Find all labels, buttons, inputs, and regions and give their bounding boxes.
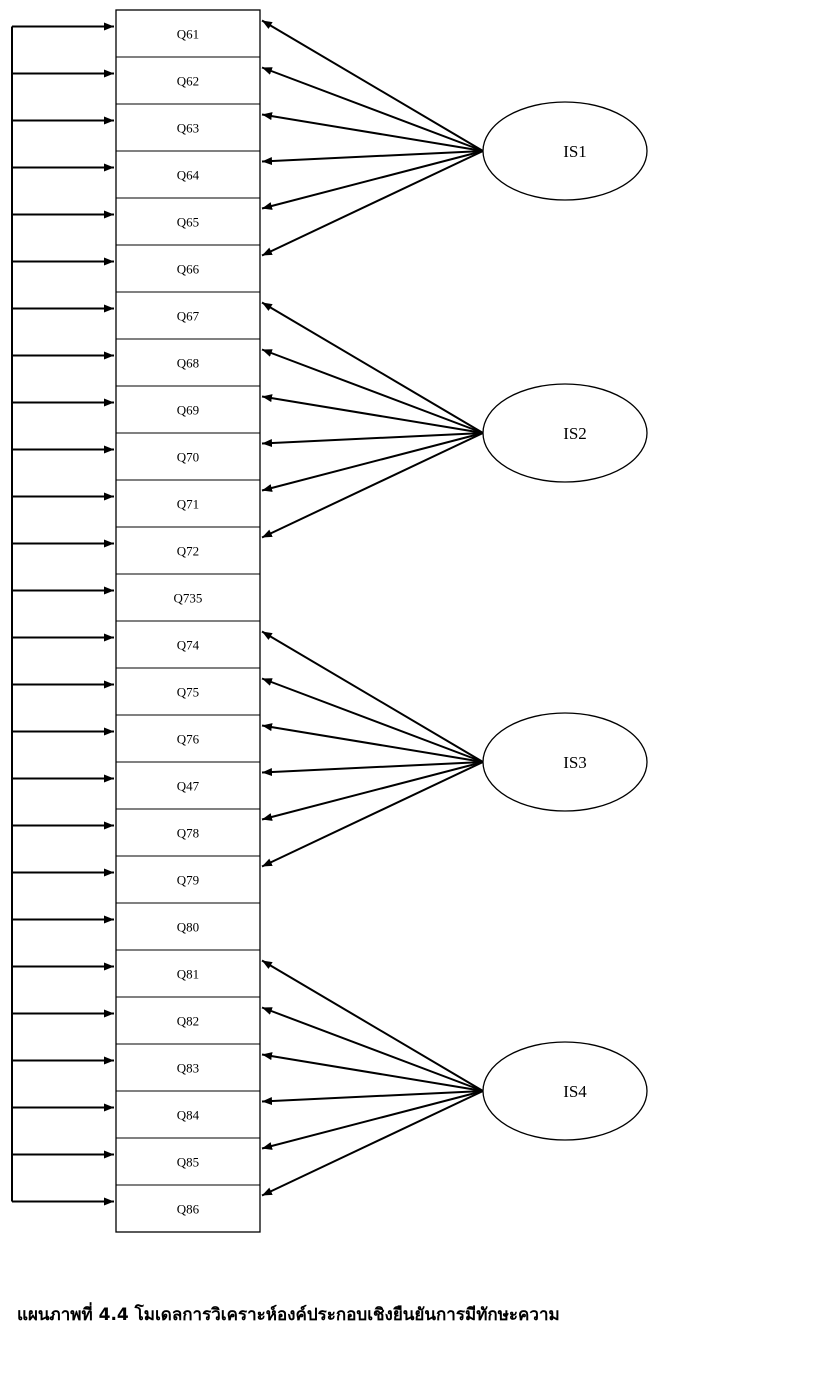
indicator-label: Q82 bbox=[177, 1014, 199, 1029]
figure-caption: แผนภาพที่ 4.4 โมเดลการวิเคราะห์องค์ประกอ… bbox=[17, 1305, 560, 1325]
indicator-label: Q61 bbox=[177, 27, 199, 42]
indicator-label: Q83 bbox=[177, 1061, 199, 1076]
loading-arrow bbox=[261, 66, 484, 152]
indicator-label: Q68 bbox=[177, 356, 199, 371]
loading-arrows bbox=[261, 19, 484, 1197]
factor-label: IS4 bbox=[563, 1082, 587, 1101]
indicator-label: Q62 bbox=[177, 74, 199, 89]
indicator-label: Q71 bbox=[177, 497, 199, 512]
loading-arrow bbox=[261, 19, 484, 152]
loading-arrow bbox=[261, 301, 484, 434]
loading-arrow bbox=[261, 432, 484, 539]
factor-ellipse bbox=[482, 383, 648, 483]
indicator-label: Q67 bbox=[177, 309, 200, 324]
indicator-label: Q63 bbox=[177, 121, 199, 136]
indicator-label: Q64 bbox=[177, 168, 200, 183]
indicator-label: Q85 bbox=[177, 1155, 199, 1170]
indicator-label: Q74 bbox=[177, 638, 200, 653]
indicator-label: Q66 bbox=[177, 262, 200, 277]
loading-arrow bbox=[261, 723, 484, 763]
loading-arrow bbox=[261, 432, 484, 492]
loading-arrow bbox=[261, 1052, 484, 1092]
factor-label: IS2 bbox=[563, 424, 587, 443]
loading-arrow bbox=[261, 1090, 484, 1106]
loading-arrow bbox=[261, 112, 484, 152]
factor-ellipse bbox=[482, 101, 648, 201]
indicator-label: Q86 bbox=[177, 1202, 200, 1217]
loading-arrow bbox=[261, 150, 484, 257]
indicator-label: Q80 bbox=[177, 920, 199, 935]
factor-label: IS1 bbox=[563, 142, 587, 161]
loading-arrow bbox=[261, 348, 484, 434]
indicator-label: Q75 bbox=[177, 685, 199, 700]
loading-arrow bbox=[261, 432, 484, 448]
loading-arrow bbox=[261, 1090, 484, 1150]
loading-arrow bbox=[261, 761, 484, 821]
indicator-boxes: Q61Q62Q63Q64Q65Q66Q67Q68Q69Q70Q71Q72Q735… bbox=[115, 9, 261, 1233]
loading-arrow bbox=[261, 1006, 484, 1092]
factor-ellipse bbox=[482, 712, 648, 812]
loading-arrow bbox=[261, 394, 484, 434]
indicator-label: Q735 bbox=[174, 591, 203, 606]
indicator-label: Q47 bbox=[177, 779, 200, 794]
factor-ellipse bbox=[482, 1041, 648, 1141]
cfa-diagram: Q61Q62Q63Q64Q65Q66Q67Q68Q69Q70Q71Q72Q735… bbox=[11, 9, 648, 1233]
indicator-label: Q70 bbox=[177, 450, 199, 465]
indicator-label: Q76 bbox=[177, 732, 200, 747]
indicator-label: Q79 bbox=[177, 873, 199, 888]
error-arrows bbox=[11, 22, 114, 1206]
indicator-label: Q72 bbox=[177, 544, 199, 559]
loading-arrow bbox=[261, 761, 484, 777]
loading-arrow bbox=[261, 959, 484, 1092]
loading-arrow bbox=[261, 677, 484, 763]
indicator-label: Q65 bbox=[177, 215, 199, 230]
indicator-label: Q84 bbox=[177, 1108, 200, 1123]
indicator-label: Q69 bbox=[177, 403, 199, 418]
loading-arrow bbox=[261, 150, 484, 166]
factor-label: IS3 bbox=[563, 753, 587, 772]
loading-arrow bbox=[261, 630, 484, 763]
loading-arrow bbox=[261, 150, 484, 210]
loading-arrow bbox=[261, 1090, 484, 1197]
indicator-label: Q78 bbox=[177, 826, 199, 841]
indicator-label: Q81 bbox=[177, 967, 199, 982]
loading-arrow bbox=[261, 761, 484, 868]
